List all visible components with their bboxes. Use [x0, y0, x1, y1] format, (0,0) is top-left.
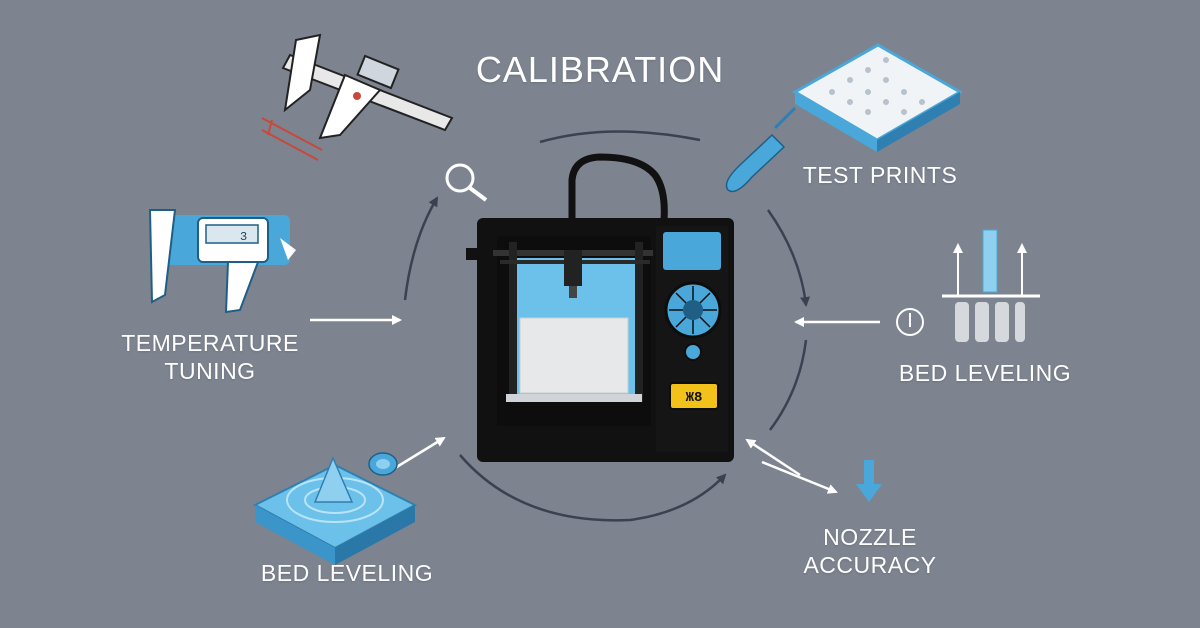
label-test-prints: TEST PRINTS — [802, 162, 958, 188]
filament-tube — [568, 153, 668, 240]
status-display — [669, 382, 719, 410]
printer-icon: Ж8 — [466, 153, 734, 462]
printer-screen — [663, 232, 721, 270]
digital-caliper-icon: 3 — [148, 209, 296, 314]
label-temperature-tuning: TEMPERATURE TUNING — [121, 330, 299, 384]
status-display-text: Ж8 — [686, 390, 703, 406]
printed-object — [519, 317, 629, 394]
power-button — [684, 343, 702, 361]
page-title: CALIBRATION — [475, 49, 725, 90]
down-arrow-icon — [856, 460, 882, 502]
test-print-plate-icon — [791, 43, 964, 152]
label-bed-leveling-right: BED LEVELING — [898, 360, 1072, 386]
flow-arrows — [310, 315, 880, 494]
print-bed — [506, 394, 642, 402]
cycle-arc-top — [539, 130, 701, 144]
screwdriver-icon — [725, 106, 797, 193]
cycle-arc-right — [768, 339, 808, 431]
arrow-nozzle-back — [745, 438, 801, 477]
arrow-bed-level-left — [394, 436, 446, 470]
cycle-arc-bottom — [459, 454, 727, 522]
caliper-readout: 3 — [240, 230, 247, 244]
level-arrows-icon — [942, 229, 1040, 342]
arrow-nozzle — [761, 460, 838, 494]
label-bed-leveling-left: BED LEVELING — [260, 560, 434, 586]
cycle-arc-left — [403, 196, 439, 301]
cycle-arcs — [403, 130, 811, 522]
cycle-arc-top-right — [766, 209, 811, 307]
nozzle-block-icon — [252, 452, 418, 565]
label-nozzle-accuracy: NOZZLE ACCURACY — [803, 524, 937, 578]
magnifier-icon — [445, 163, 488, 202]
caliper-icon — [261, 33, 454, 161]
gauge-icon — [896, 308, 924, 336]
